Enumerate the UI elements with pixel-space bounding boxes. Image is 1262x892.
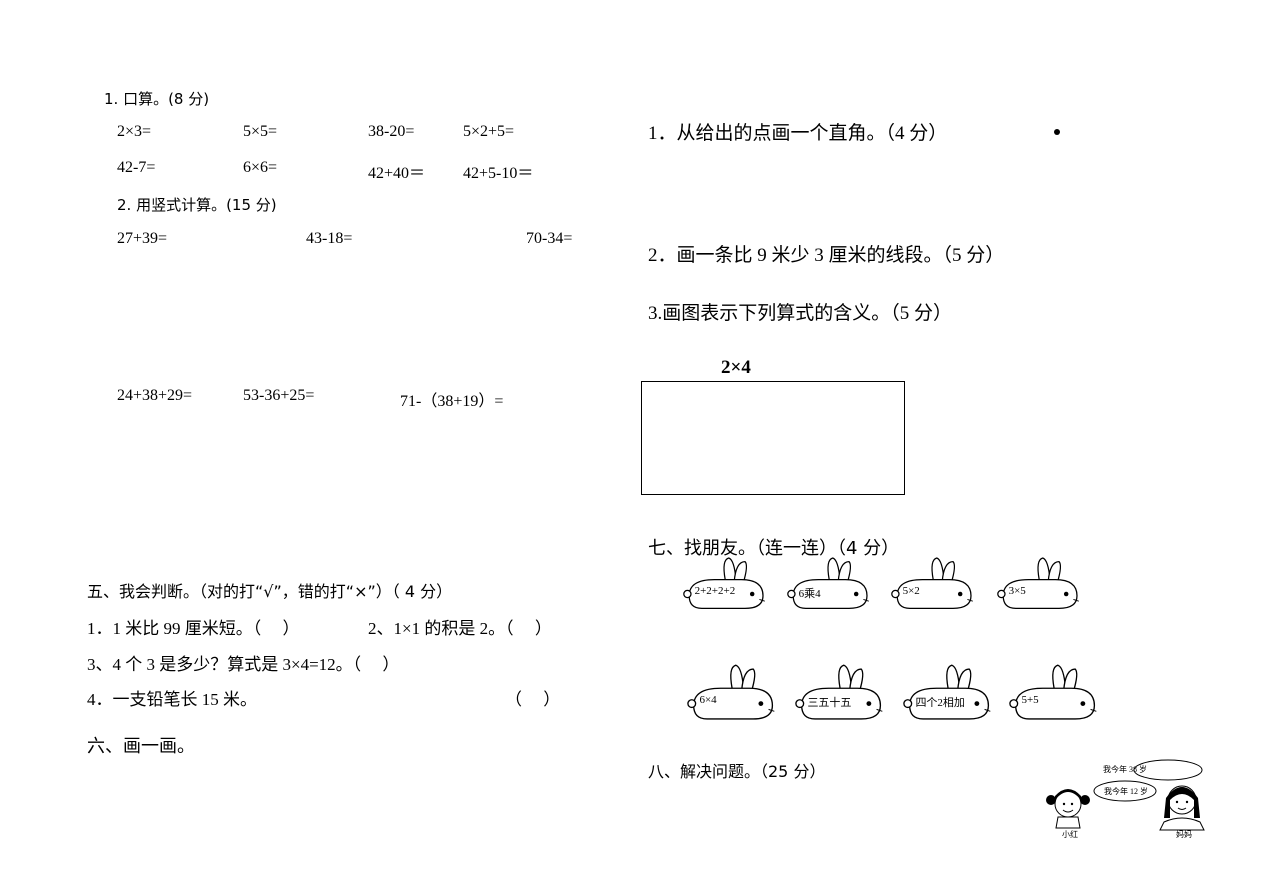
rabbit-icon[interactable] [902,660,998,728]
rabbit-expression: 5+5 [1021,694,1039,706]
girl-speech-text: 我今年 12 岁 [1104,787,1148,796]
rabbit-expression: 2+2+2+2 [694,585,736,597]
oral-calc-item: 42+40＝ [368,165,426,182]
question-right-angle: 1．从给出的点画一个直角。（4 分） [648,123,948,144]
drawing-box[interactable] [641,381,905,495]
rabbit-expression: 三五十五 [807,697,852,709]
girl-name: 小红 [1062,830,1078,839]
rabbit-icon[interactable] [682,556,772,614]
vertical-calc-item: 24+38+29= [117,387,193,404]
vertical-calc-item: 71-（38+19）= [400,393,504,410]
oral-calc-item: 6×6= [243,159,278,176]
section-solve-title: 八、解决问题。（25 分） [648,762,826,781]
vertical-calc-item: 53-36+25= [243,387,315,404]
question-line-segment: 2．画一条比 9 米少 3 厘米的线段。（5 分） [648,245,1005,266]
rabbit-icon[interactable] [1008,660,1104,728]
judge-item: 4．一支铅笔长 15 米。 [87,690,257,709]
oral-calc-item: 42-7= [117,159,156,176]
rabbit-icon[interactable] [996,556,1086,614]
rabbit-expression: 6×4 [699,694,717,706]
judge-item: 2、1×1 的积是 2。（ ） [368,619,552,638]
section-vertical-calc-title: 2. 用竖式计算。(15 分) [117,196,277,214]
oral-calc-item: 2×3= [117,123,152,140]
oral-calc-item: 5×5= [243,123,278,140]
section-judge-title: 五、我会判断。（对的打“√”，错的打“×”）（ 4 分） [87,582,453,601]
oral-calc-item: 5×2+5= [463,123,515,140]
judge-answer-paren: （ ） [505,690,561,709]
rabbit-expression: 四个2相加 [915,697,965,709]
rabbit-expression: 3×5 [1008,585,1026,597]
rabbit-icon[interactable] [794,660,890,728]
question-draw-meaning: 3.画图表示下列算式的含义。（5 分） [648,303,953,324]
vertical-calc-item: 27+39= [117,230,168,247]
girl-and-mom-illustration [1046,759,1205,831]
vertical-calc-item: 70-34= [526,230,573,247]
section-find-friends-title: 七、找朋友。（连一连）（4 分） [648,538,900,559]
oral-calc-item: 42+5-10＝ [463,165,534,182]
rabbit-expression: 5×2 [902,585,920,597]
rabbit-icon[interactable] [686,660,782,728]
rabbit-expression: 6乘4 [798,588,821,600]
mom-name: 妈妈 [1176,830,1192,839]
judge-item: 3、4 个 3 是多少？算式是 3×4=12。（ ） [87,655,400,674]
oral-calc-item: 38-20= [368,123,415,140]
vertical-calc-item: 43-18= [306,230,353,247]
section-draw-title: 六、画一画。 [87,736,195,757]
judge-item: 1．1 米比 99 厘米短。（ ） [87,619,300,638]
rabbit-icon[interactable] [890,556,980,614]
section-oral-calc-title: 1. 口算。(8 分) [104,90,210,108]
mom-speech-text: 我今年 38 岁 [1103,765,1147,774]
rabbit-icon[interactable] [786,556,876,614]
expression-label: 2×4 [721,357,751,378]
given-point-dot [1054,129,1060,135]
